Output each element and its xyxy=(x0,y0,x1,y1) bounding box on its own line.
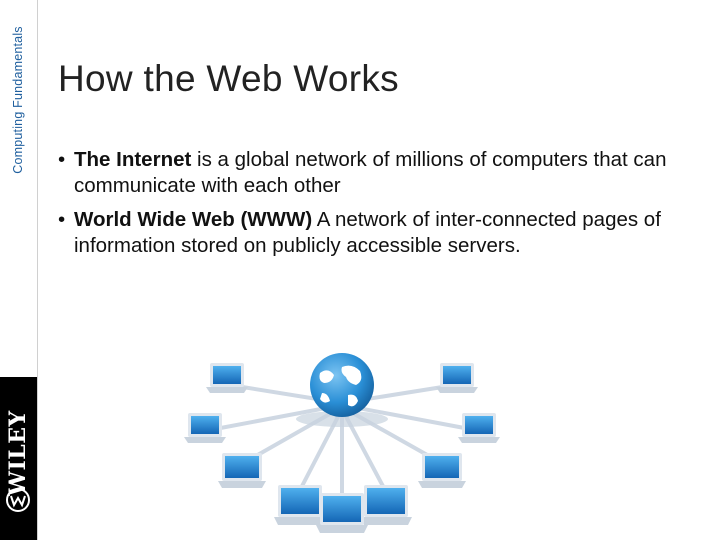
laptop-icon xyxy=(184,363,500,533)
bullet-list: • The Internet is a global network of mi… xyxy=(58,147,668,267)
course-title-sidebar: Computing Fundamentals xyxy=(0,0,37,200)
globe-icon xyxy=(296,353,388,427)
bullet-text: is a global network of millions of compu… xyxy=(74,148,667,197)
publisher-brand-bar: WILEY xyxy=(0,377,37,540)
bullet-text: A network of inter-connected pages of in… xyxy=(74,208,661,257)
bullet-item: • World Wide Web (WWW) A network of inte… xyxy=(58,207,668,259)
bullet-marker: • xyxy=(58,148,66,171)
bullet-term: World Wide Web (WWW) xyxy=(74,208,313,231)
sidebar-divider xyxy=(37,0,38,540)
publisher-logo: WILEY xyxy=(5,410,31,496)
bullet-term: The Internet xyxy=(74,148,192,171)
publisher-seal-icon xyxy=(6,488,30,512)
network-illustration xyxy=(184,353,500,533)
slide-title: How the Web Works xyxy=(58,58,399,99)
course-title: Computing Fundamentals xyxy=(11,26,25,174)
bullet-marker: • xyxy=(58,208,66,231)
bullet-item: • The Internet is a global network of mi… xyxy=(58,147,668,199)
